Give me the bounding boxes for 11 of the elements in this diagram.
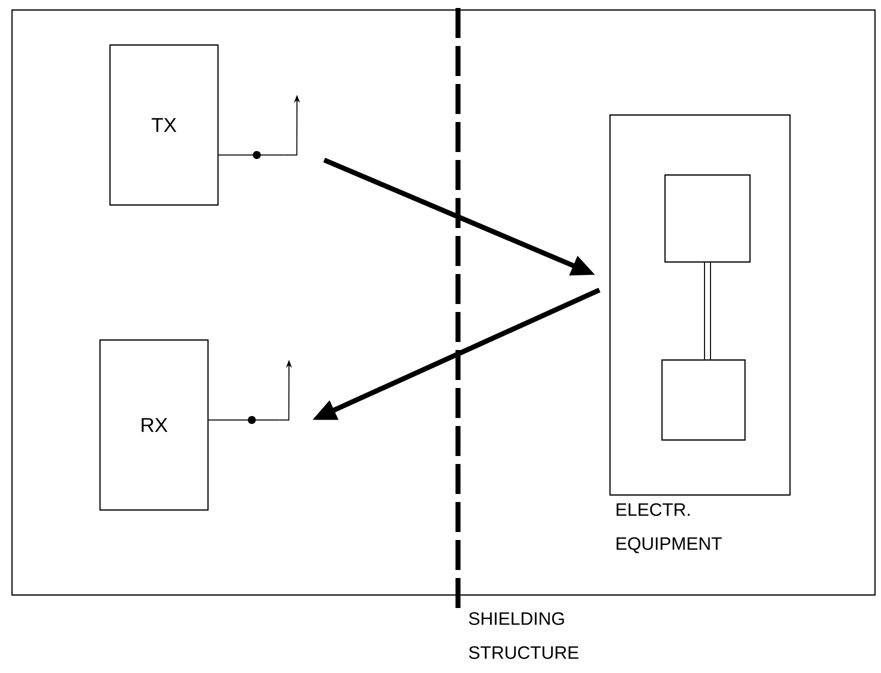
node-label: ELECTR. EQUIPMENT (616, 503, 722, 554)
feed-line (208, 416, 280, 424)
feed-line (218, 151, 286, 159)
component-box (661, 359, 746, 441)
equipment-box: ELECTR. EQUIPMENT (609, 114, 791, 554)
connector (704, 262, 711, 360)
frame (11, 9, 876, 596)
component-box (664, 174, 751, 263)
caption: SHIELDING STRUCTURE (469, 612, 578, 659)
unit-box: TX (109, 44, 219, 206)
unit-box: RX (99, 339, 209, 511)
